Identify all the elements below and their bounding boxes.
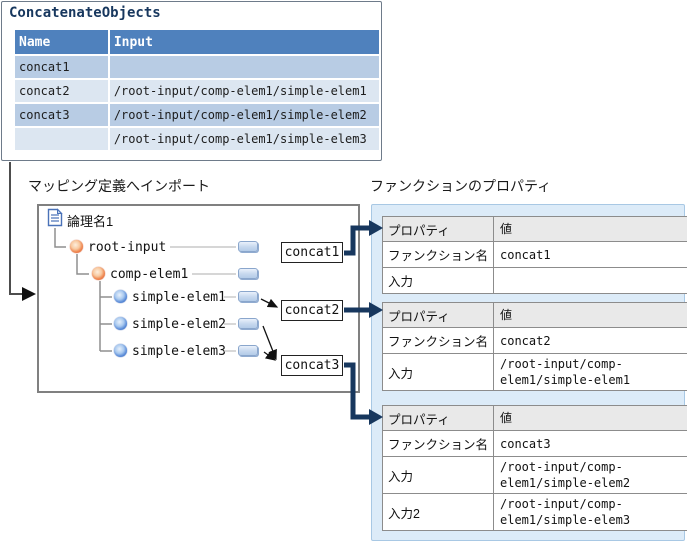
header-property: プロパティ [382,405,494,431]
cell-value: concat2 [493,327,687,354]
tree-item-simple-elem1: simple-elem1 [132,290,226,305]
property-table-header: プロパティ 値 [382,405,687,431]
blue-chip-port-icon [238,345,258,356]
cell-value: /root-input/comp-elem1/simple-elem1 [493,353,687,391]
cell-key: 入力 [382,353,494,391]
blue-chip-port-icon [238,318,258,329]
property-table-header: プロパティ 値 [382,302,687,328]
property-table-header: プロパティ 値 [382,216,687,242]
table-row: 入力 /root-input/comp-elem1/simple-elem2 [382,456,687,494]
source-table-header-row: Name Input [15,30,379,54]
cell-key: ファンクション名 [382,327,494,354]
cell-name [15,128,108,150]
complex-element-icon [92,267,105,280]
cell-key: ファンクション名 [382,241,494,268]
table-row: ファンクション名 concat2 [382,327,687,354]
tree-item-simple-elem3: simple-elem3 [132,344,226,359]
table-row: ファンクション名 concat3 [382,430,687,457]
property-table-concat2: プロパティ 値 ファンクション名 concat2 入力 /root-input/… [382,302,687,391]
simple-element-icon [114,317,127,330]
header-property: プロパティ [382,216,494,242]
table-row: concat2 /root-input/comp-elem1/simple-el… [15,80,379,102]
document-icon [47,208,63,232]
table-row: 入力 /root-input/comp-elem1/simple-elem1 [382,353,687,391]
table-row: 入力2 /root-input/comp-elem1/simple-elem3 [382,493,687,531]
simple-element-icon [114,344,127,357]
cell-value: /root-input/comp-elem1/simple-elem3 [493,493,687,531]
blue-chip-port-icon [238,291,258,302]
source-table-title: ConcatenateObjects [9,5,161,21]
property-table-concat3: プロパティ 値 ファンクション名 concat3 入力 /root-input/… [382,405,687,531]
cell-key: 入力2 [382,493,494,531]
tree-item-comp-elem1: comp-elem1 [110,267,189,282]
header-value: 値 [493,216,687,242]
table-row: concat3 /root-input/comp-elem1/simple-el… [15,104,379,126]
cell-value [493,267,687,294]
blue-chip-port-icon [238,268,258,279]
function-box-concat1: concat1 [281,242,343,263]
tree-item-simple-elem2: simple-elem2 [132,317,226,332]
tree-item-root-input: root-input [88,240,167,255]
cell-name: concat1 [15,56,108,78]
header-value: 値 [493,302,687,328]
function-box-concat3: concat3 [281,355,343,376]
cell-key: 入力 [382,456,494,494]
cell-name: concat3 [15,104,108,126]
source-table: Name Input concat1 concat2 /root-input/c… [13,28,381,152]
source-col-input: Input [109,30,379,54]
header-property: プロパティ [382,302,494,328]
table-row: concat1 [15,56,379,78]
source-definition-box: ConcatenateObjects Name Input concat1 co… [1,1,382,161]
property-table-concat1: プロパティ 値 ファンクション名 concat1 入力 [382,216,687,294]
cell-key: ファンクション名 [382,430,494,457]
header-value: 値 [493,405,687,431]
table-row: 入力 [382,267,687,294]
cell-key: 入力 [382,267,494,294]
simple-element-icon [114,290,127,303]
cell-value: concat3 [493,430,687,457]
cell-value: /root-input/comp-elem1/simple-elem2 [493,456,687,494]
properties-section-label: ファンクションのプロパティ [370,178,552,194]
table-row: /root-input/comp-elem1/simple-elem3 [15,128,379,150]
cell-input [109,56,379,78]
blue-chip-port-icon [238,241,258,252]
cell-value: concat1 [493,241,687,268]
function-box-concat2: concat2 [281,300,343,321]
mapping-section-label: マッピング定義へインポート [28,178,210,194]
cell-name: concat2 [15,80,108,102]
cell-input: /root-input/comp-elem1/simple-elem3 [109,128,379,150]
complex-element-icon [70,240,83,253]
source-col-name: Name [15,30,108,54]
table-row: ファンクション名 concat1 [382,241,687,268]
cell-input: /root-input/comp-elem1/simple-elem2 [109,104,379,126]
tree-root-item: 論理名1 [67,214,114,229]
cell-input: /root-input/comp-elem1/simple-elem1 [109,80,379,102]
